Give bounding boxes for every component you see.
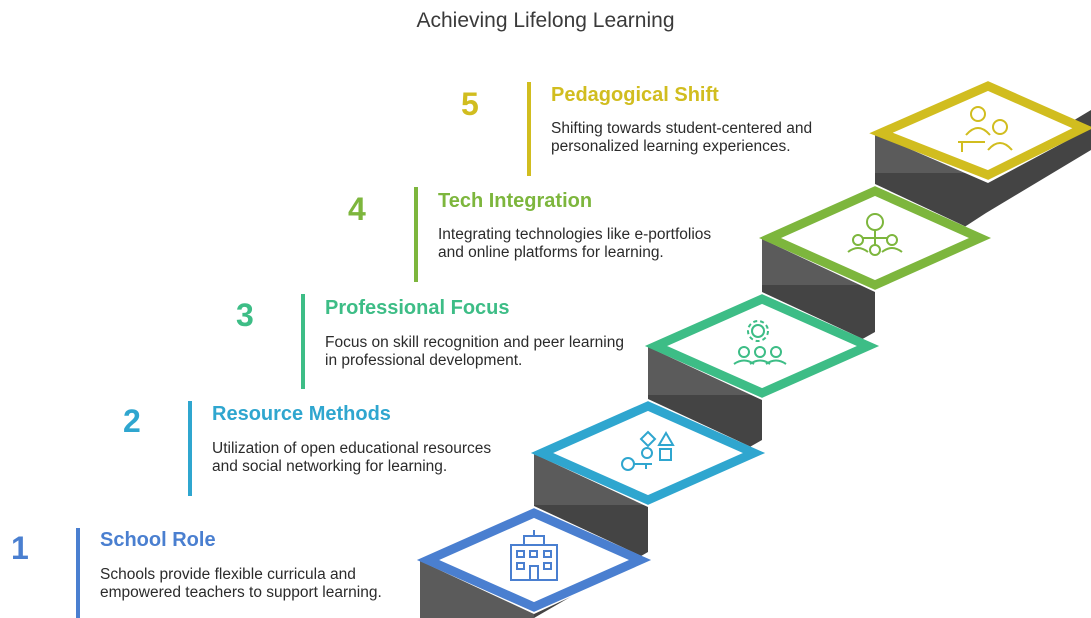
step-1-number: 1 <box>11 530 29 566</box>
resources-shapes-icon <box>621 430 675 471</box>
peer-gear-icon <box>733 320 787 365</box>
step-3-number: 3 <box>236 297 254 333</box>
step-5-divider <box>527 82 531 176</box>
step-3-divider <box>301 294 305 389</box>
step-1-heading: School Role <box>100 529 216 551</box>
network-people-icon <box>847 213 903 256</box>
step-4-number: 4 <box>348 191 366 227</box>
step-4-heading: Tech Integration <box>438 190 593 212</box>
step-1-description: Schools provide flexible curricula and e… <box>100 566 382 601</box>
step-3-description: Focus on skill recognition and peer lear… <box>325 334 624 369</box>
step-2-description: Utilization of open educational resource… <box>212 440 492 475</box>
step-5-description: Shifting towards student-centered and pe… <box>551 120 813 155</box>
step-2-number: 2 <box>123 403 141 439</box>
step-3-heading: Professional Focus <box>325 297 510 319</box>
diagram-title: Achieving Lifelong Learning <box>416 9 675 32</box>
step-2-divider <box>188 401 192 496</box>
step-5-heading: Pedagogical Shift <box>551 84 719 106</box>
step-4-description: Integrating technologies like e-portfoli… <box>438 226 712 261</box>
step-tile-5 <box>869 78 1091 183</box>
step-1-divider <box>76 528 80 618</box>
step-tile-1 <box>416 506 652 614</box>
step-tile-2 <box>530 399 766 507</box>
step-tile-3 <box>644 292 880 400</box>
step-4-divider <box>414 187 418 282</box>
teacher-student-icon <box>958 106 1013 152</box>
step-5-number: 5 <box>461 86 479 122</box>
school-building-icon <box>510 530 558 581</box>
step-2-heading: Resource Methods <box>212 403 391 425</box>
